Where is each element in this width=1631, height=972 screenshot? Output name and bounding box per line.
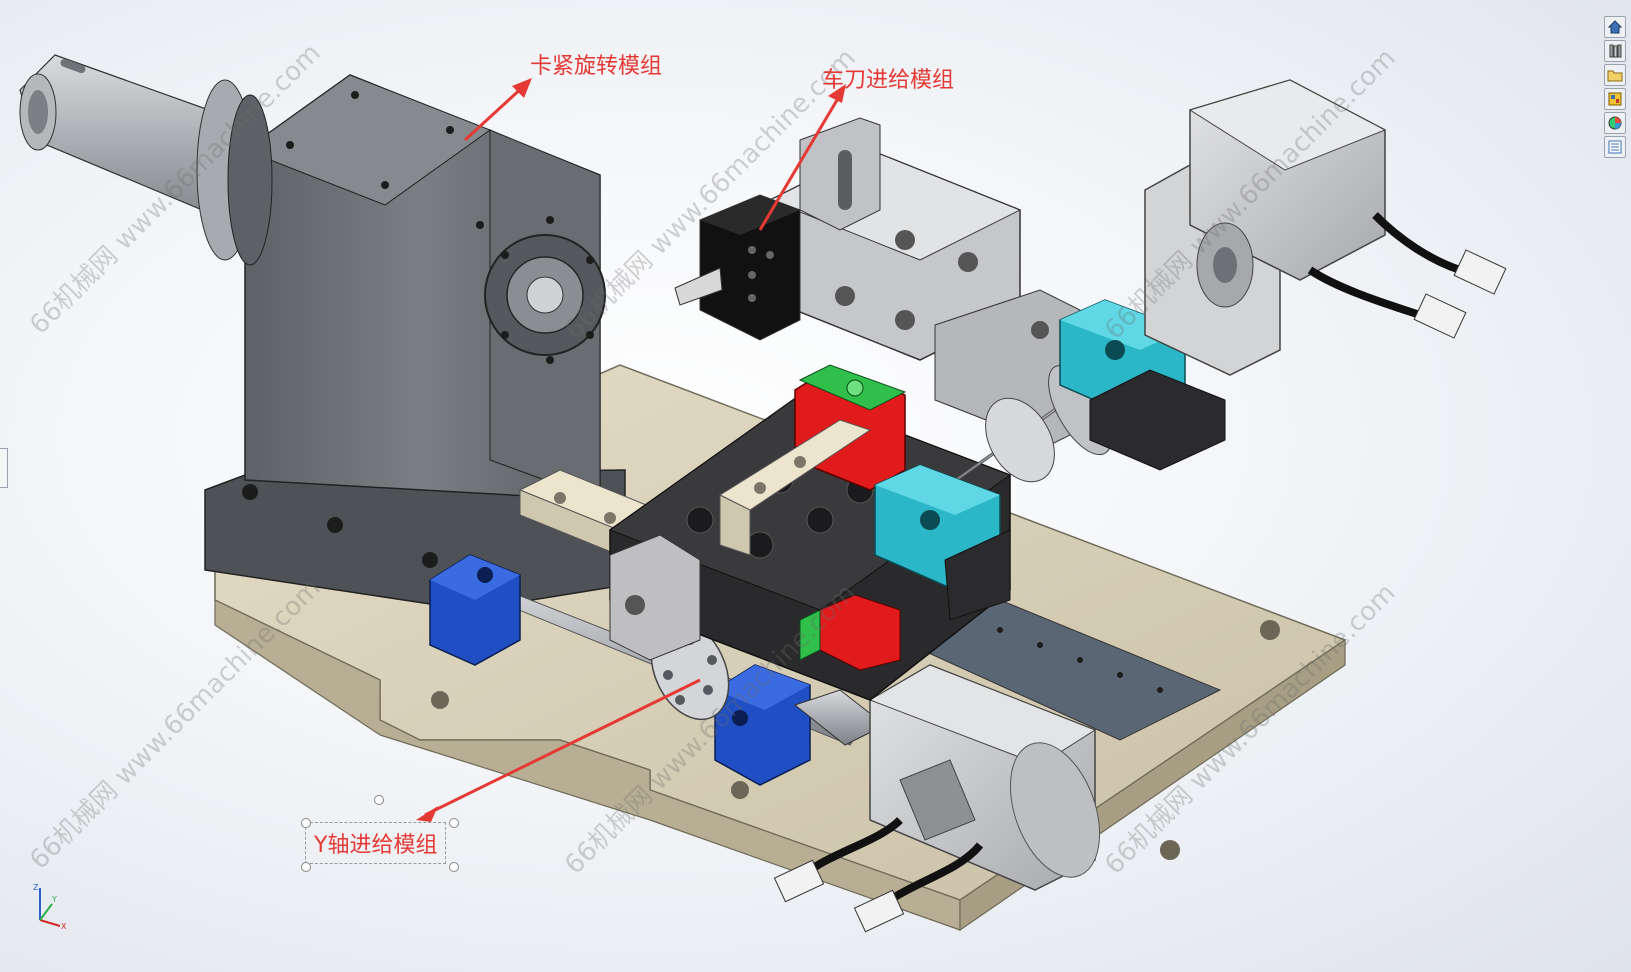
x-guide-rail — [718, 419, 872, 556]
callout-tool-feed: 车刀进给模组 — [822, 68, 955, 93]
cross-slide — [608, 394, 1012, 701]
triad-y-label: Y — [51, 895, 57, 904]
callout-handle[interactable] — [374, 795, 384, 805]
x-motor-cables — [1307, 212, 1507, 339]
y-motor-cables — [773, 817, 984, 933]
callout-y-feed[interactable]: Y轴进给模组 — [305, 822, 447, 864]
callout-clamp-rotate: 卡紧旋转模组 — [530, 54, 663, 79]
triad-x-label: X — [61, 922, 67, 930]
home-view-icon[interactable] — [1604, 16, 1626, 38]
rear-black-base — [944, 369, 1226, 621]
coordinate-triad: Z Y X — [33, 883, 67, 930]
x-servo-motor — [1144, 79, 1387, 376]
design-library-icon[interactable] — [1604, 40, 1626, 62]
feature-tree-toggle[interactable] — [0, 448, 8, 488]
file-explorer-icon[interactable] — [1604, 64, 1626, 86]
spindle-shaft — [19, 54, 273, 266]
callout-handle[interactable] — [301, 862, 311, 872]
task-pane-toolbar — [1604, 16, 1628, 158]
appearances-icon[interactable] — [1604, 112, 1626, 134]
callout-handle[interactable] — [301, 818, 311, 828]
tool-holder — [674, 194, 801, 341]
view-palette-icon[interactable] — [1604, 88, 1626, 110]
triad-z-label: Z — [33, 883, 39, 892]
custom-properties-icon[interactable] — [1604, 136, 1626, 158]
y-servo-motor — [868, 664, 1101, 891]
annotation-arrows — [416, 78, 846, 822]
callout-handle[interactable] — [449, 818, 459, 828]
callout-handle[interactable] — [449, 862, 459, 872]
tool-feed-module — [768, 117, 1081, 446]
